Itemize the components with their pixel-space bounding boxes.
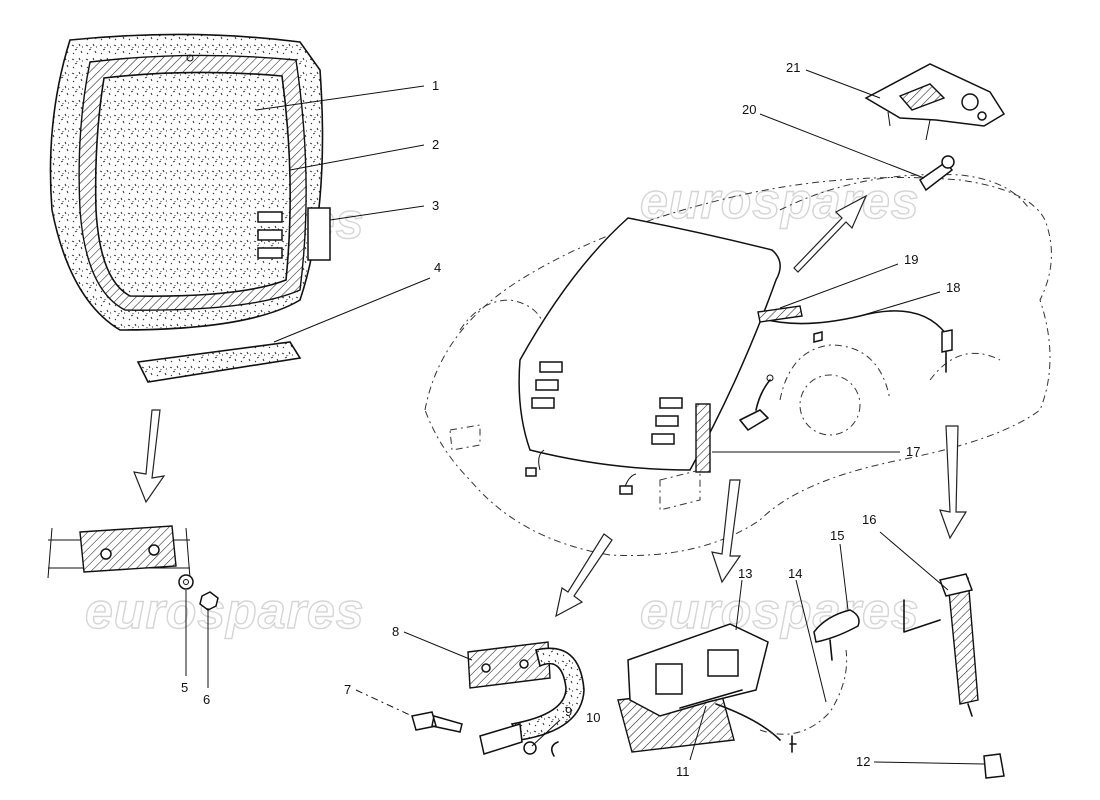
leader-lines	[185, 69, 985, 765]
arrow-down-center	[711, 479, 742, 584]
callout-21: 21	[786, 60, 800, 75]
callout-14: 14	[788, 566, 802, 581]
callout-16: 16	[862, 512, 876, 527]
striker-pin	[918, 160, 954, 192]
callout-11: 11	[676, 764, 690, 779]
arrow-down-right	[939, 425, 968, 540]
arrow-down-left	[133, 409, 166, 504]
release-rod	[759, 649, 848, 735]
callout-9: 9	[565, 704, 572, 719]
callout-1: 1	[432, 78, 439, 93]
watermark: eurospares	[640, 173, 920, 229]
callout-3: 3	[432, 198, 439, 213]
callout-10: 10	[586, 710, 600, 725]
hood-panel-assembly	[49, 33, 331, 331]
strut-bushing	[983, 753, 1005, 779]
callout-12: 12	[856, 754, 870, 769]
hinge-bracket	[695, 403, 711, 473]
sensor-wire	[739, 379, 771, 431]
latch-mechanism	[617, 623, 781, 753]
callout-15: 15	[830, 528, 844, 543]
washer	[178, 574, 194, 590]
release-cable	[759, 310, 947, 373]
gas-strut	[903, 573, 979, 717]
callout-5: 5	[181, 680, 188, 695]
callout-4: 4	[434, 260, 441, 275]
watermark: eurospares	[640, 583, 920, 639]
mounting-block-detail	[47, 525, 191, 579]
watermark: eurospares	[85, 583, 365, 639]
bolt	[411, 711, 463, 733]
bonnet	[518, 217, 781, 495]
arrow-up-right	[793, 194, 868, 273]
callout-19: 19	[904, 252, 918, 267]
arrow-down-left-center	[555, 533, 613, 618]
clip	[550, 741, 559, 757]
callout-6: 6	[203, 692, 210, 707]
callout-7: 7	[344, 682, 351, 697]
seal-strip	[136, 341, 302, 383]
callout-20: 20	[742, 102, 756, 117]
callout-17: 17	[906, 444, 920, 459]
callout-8: 8	[392, 624, 399, 639]
callout-2: 2	[432, 137, 439, 152]
hinge-arm	[467, 641, 585, 755]
nut	[199, 591, 219, 611]
hood-lock	[864, 63, 1006, 141]
release-knob	[813, 609, 860, 643]
callout-18: 18	[946, 280, 960, 295]
callout-13: 13	[738, 566, 752, 581]
callout-labels: 1 2 3 4 5 6 7 8 9 10 11 12 13 14 15 16 1…	[181, 60, 960, 779]
